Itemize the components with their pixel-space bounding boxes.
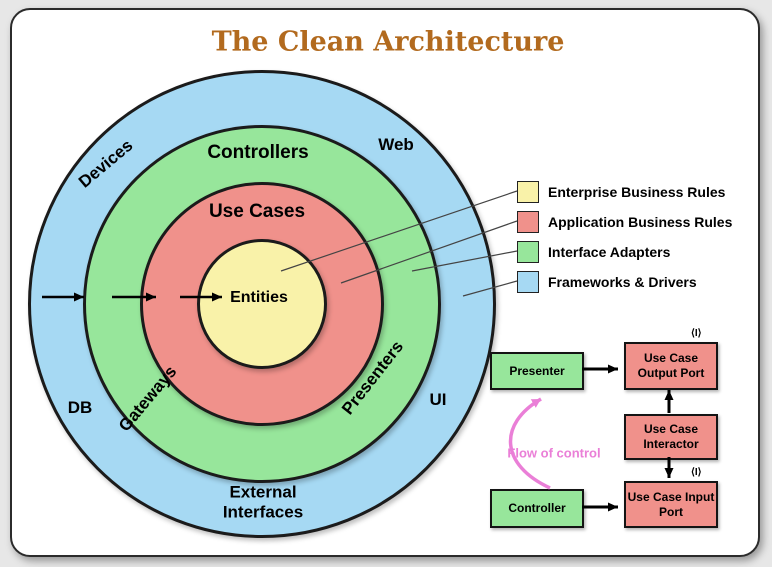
page-title: The Clean Architecture [211,26,565,58]
legend-label: Application Business Rules [548,213,733,230]
legend-item-application: Application Business Rules [517,210,733,233]
use-case-output-port-box: Use Case Output Port [624,342,718,390]
interface-icon: ⟨I⟩ [691,467,702,478]
legend-label: Frameworks & Drivers [548,273,697,290]
label-external-interfaces: External Interfaces [222,482,304,522]
flow-of-control-label: Flow of control [507,445,601,461]
presenter-box: Presenter [490,352,584,390]
legend-item-enterprise: Enterprise Business Rules [517,180,732,203]
label-web: Web [378,135,414,154]
enterprise-swatch [517,180,539,203]
use-case-input-port-box: Use Case Input Port [624,481,718,528]
label-use-cases: Use Cases [208,201,306,222]
adapters-swatch [517,240,539,263]
label-controllers: Controllers [207,142,309,163]
use-case-interactor-box: Use Case Interactor [624,414,718,460]
interface-icon: ⟨I⟩ [691,328,702,339]
legend-item-adapters: Interface Adapters [517,240,732,263]
label-db: DB [67,398,93,417]
label-entities: Entities [230,289,288,306]
frameworks-swatch [517,270,539,293]
legend: Enterprise Business Rules Application Bu… [517,180,733,293]
label-ui: UI [429,390,447,409]
legend-label: Enterprise Business Rules [548,183,726,200]
application-swatch [517,210,539,233]
controller-box: Controller [490,489,584,528]
legend-item-frameworks: Frameworks & Drivers [517,270,732,293]
legend-label: Interface Adapters [548,243,671,260]
